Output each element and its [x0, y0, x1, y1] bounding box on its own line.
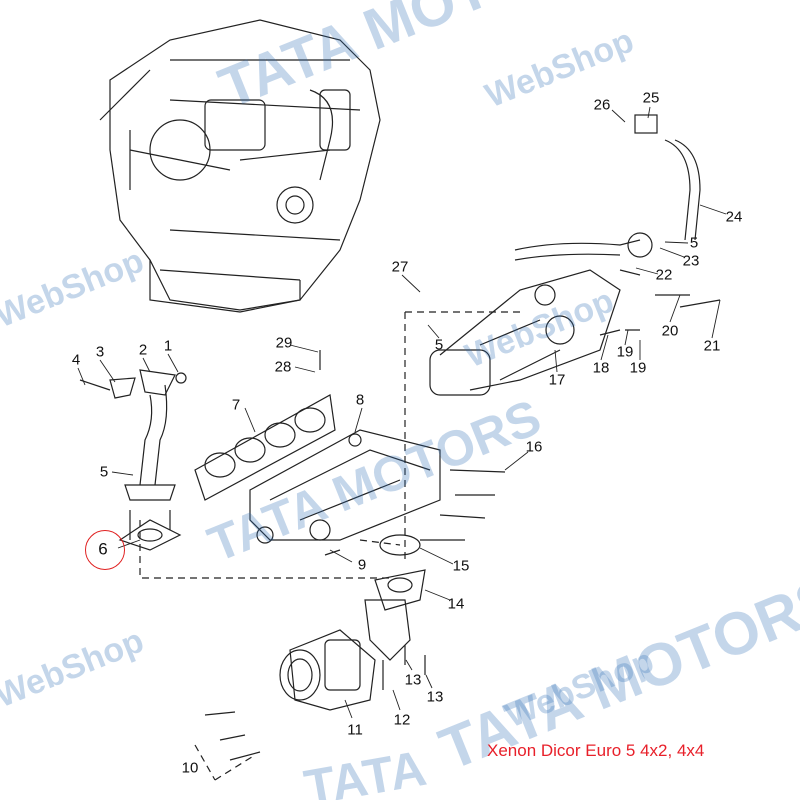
dashed-guides: [139, 311, 520, 781]
callout-8: 8: [355, 391, 365, 409]
callout-23: 23: [682, 252, 700, 270]
model-caption: Xenon Dicor Euro 5 4x2, 4x4: [487, 741, 705, 760]
callout-6-highlighted: 6: [98, 539, 108, 559]
intake-manifold: [194, 394, 441, 661]
callout-27: 27: [391, 258, 409, 276]
callout-26: 26: [593, 96, 611, 114]
callout-29: 29: [275, 334, 293, 352]
engine-assembly: [99, 19, 381, 313]
callout-22: 22: [655, 266, 673, 284]
callout-2: 2: [138, 341, 148, 359]
callout-3: 3: [95, 343, 105, 361]
callout-12: 12: [393, 711, 411, 729]
callout-28: 28: [274, 358, 292, 376]
callout-18: 18: [592, 359, 610, 377]
callout-20: 20: [661, 322, 679, 340]
callout-14: 14: [447, 595, 465, 613]
callout-13: 13: [426, 688, 444, 706]
callout-21: 21: [703, 337, 721, 355]
callout-10: 10: [181, 759, 199, 777]
callout-13: 13: [404, 671, 422, 689]
callout-9: 9: [357, 556, 367, 574]
callout-16: 16: [525, 438, 543, 456]
callout-15: 15: [452, 557, 470, 575]
callout-5: 5: [99, 463, 109, 481]
throttle-body: [279, 629, 376, 711]
callout-1: 1: [163, 337, 173, 355]
callout-4: 4: [71, 351, 81, 369]
callout-5: 5: [434, 336, 444, 354]
callout-24: 24: [725, 208, 743, 226]
callout-7: 7: [231, 396, 241, 414]
callout-19: 19: [616, 343, 634, 361]
callout-17: 17: [548, 371, 566, 389]
egr-cooler-assembly: [429, 114, 721, 396]
callout-25: 25: [642, 89, 660, 107]
callout-5: 5: [689, 234, 699, 252]
callout-11: 11: [347, 721, 363, 739]
highlight-ring: [85, 530, 125, 570]
egr-pipe-assembly: [79, 369, 187, 551]
callout-19: 19: [629, 359, 647, 377]
bolts: [204, 350, 506, 761]
leader-lines: [77, 106, 727, 719]
